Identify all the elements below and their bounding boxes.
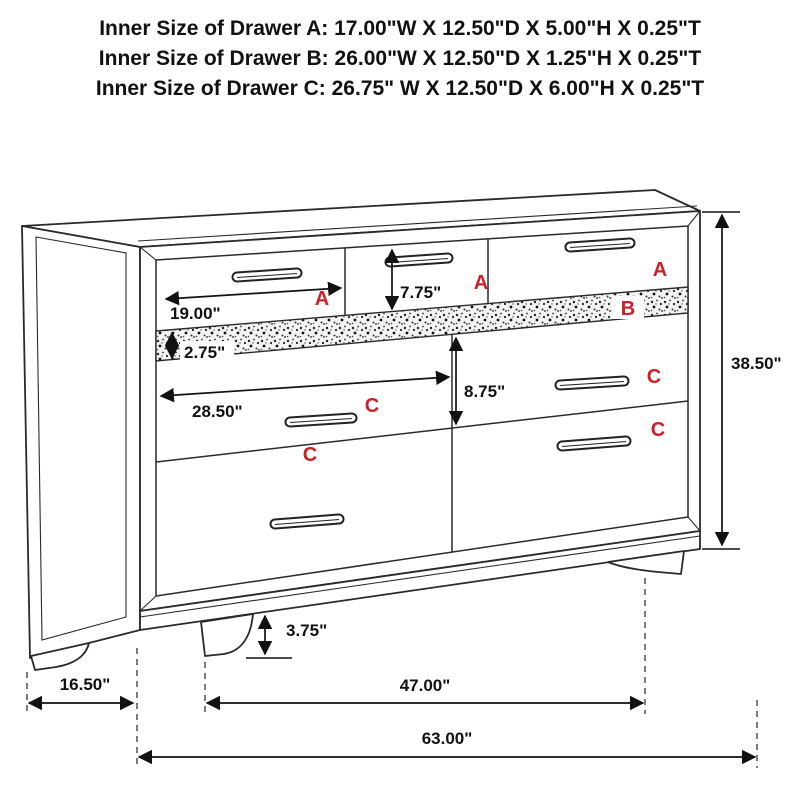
label-drawer-a3: A <box>653 259 667 281</box>
dim-drawer-a-height: 7.75" <box>400 283 441 302</box>
dim-foot-height: 3.75" <box>286 621 327 640</box>
dim-feet-span: 47.00" <box>400 676 451 695</box>
dim-drawer-b-height: 2.75" <box>184 343 225 362</box>
cabinet-left-side-panel <box>21 225 141 659</box>
arrow-drawer-a-width <box>164 281 343 306</box>
inner-size-title-block: Inner Size of Drawer A: 17.00"W X 12.50"… <box>0 14 800 104</box>
drawer-handle-c-row4-right <box>556 435 632 452</box>
drawer-c-inner-size-text: Inner Size of Drawer C: 26.75" W X 12.50… <box>95 77 705 100</box>
side-bracket-foot <box>30 642 90 671</box>
frame-miter-top-right <box>687 210 701 227</box>
drawer-letter-labels: A A A B C C C C <box>303 259 667 466</box>
label-drawer-a1: A <box>315 288 329 310</box>
drawer-handle-a2 <box>384 252 454 268</box>
front-left-bracket-foot <box>200 613 254 657</box>
label-drawer-a2: A <box>474 272 488 294</box>
dim-overall-height: 38.50" <box>731 354 782 373</box>
drawer-handle-c-row3-left <box>284 412 358 428</box>
dim-overall-width: 63.00" <box>422 729 473 748</box>
label-backing-drawer-b <box>612 296 644 319</box>
drawer-handle-c-row3-right <box>554 375 630 391</box>
lower-rows-divider <box>155 400 689 463</box>
label-backing-b-height <box>180 341 234 363</box>
dimension-arrows <box>27 211 757 765</box>
label-drawer-c-row3-left: C <box>365 395 379 417</box>
dim-drawer-a-width: 19.00" <box>170 304 221 323</box>
arrow-drawer-c-width <box>159 370 451 403</box>
front-right-bracket-foot <box>607 550 685 575</box>
label-drawer-c-row4-right: C <box>651 419 665 441</box>
drawer-a-inner-size-text: Inner Size of Drawer A: 17.00"W X 12.50"… <box>99 17 701 40</box>
drawer-b-inner-size-text: Inner Size of Drawer B: 26.00"W X 12.50"… <box>98 47 702 70</box>
dimension-labels: 19.00" 7.75" 2.75" 28.50" 8.75" 38.50" 3… <box>60 283 782 748</box>
extension-lines <box>26 578 758 768</box>
base-molding-bevel-line <box>139 535 701 618</box>
drawer-handle-a3 <box>564 237 636 253</box>
drawer-handle-c-row4-left <box>269 513 345 530</box>
dim-drawer-c-height: 8.75" <box>464 382 505 401</box>
cabinet-body <box>21 189 701 671</box>
label-drawer-c-row4-left: C <box>303 444 317 466</box>
jewelry-drawer-b-sparkle-band <box>155 286 689 362</box>
frame-miter-bottom-right <box>687 516 701 532</box>
frame-miter-bottom-left <box>139 595 157 612</box>
label-drawer-c-row3-right: C <box>647 366 661 388</box>
frame-miter-top-left <box>139 246 157 261</box>
dim-depth: 16.50" <box>60 675 111 694</box>
dim-drawer-c-width: 28.50" <box>192 402 243 421</box>
drawer-handle-a1 <box>231 267 303 283</box>
side-panel-inner-border <box>35 236 127 641</box>
label-drawer-b: B <box>621 298 635 320</box>
cabinet-top-bevel-line <box>137 205 698 242</box>
